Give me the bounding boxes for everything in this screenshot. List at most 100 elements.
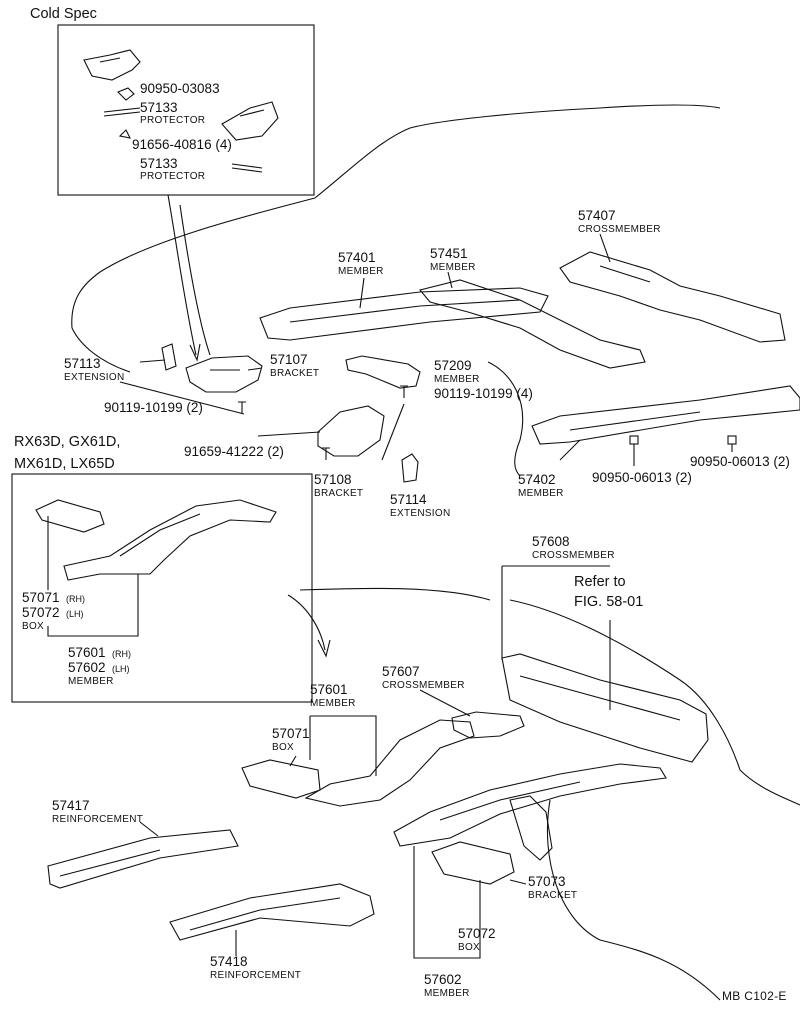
- label-57402-num: 57402: [518, 472, 556, 487]
- label-57401-name: MEMBER: [338, 266, 384, 277]
- cold-spec-part-6: [231, 163, 263, 173]
- leader-arrow-cold-spec: [167, 194, 197, 356]
- label-57108-num: 57108: [314, 472, 352, 487]
- part-57401-shape: [259, 287, 549, 341]
- models-label-2-num: 57072: [22, 605, 60, 620]
- part-57073-shape: [509, 795, 553, 861]
- label-57607-num: 57607: [382, 664, 420, 679]
- part-57607-shape: [451, 711, 525, 739]
- cold-spec-box: [57, 24, 315, 196]
- cold-spec-label-1: 90950-03083: [140, 81, 220, 96]
- models-label-3-num: 57601: [68, 645, 106, 660]
- cold-spec-part-4: [221, 101, 279, 141]
- part-57108-shape: [317, 405, 385, 457]
- label-57072-num: 57072: [458, 926, 496, 941]
- leader-fastener-57108: [257, 403, 405, 461]
- label-57602-num: 57602: [424, 972, 462, 987]
- label-57407-num: 57407: [578, 208, 616, 223]
- label-57114-num: 57114: [390, 492, 427, 507]
- part-57418-shape: [169, 883, 375, 941]
- label-57451-name: MEMBER: [430, 262, 476, 273]
- cold-spec-title: Cold Spec: [30, 6, 97, 22]
- label-57608-name: CROSSMEMBER: [532, 550, 615, 561]
- leader-57402: [559, 439, 581, 461]
- cold-spec-label-2-num: 57133: [140, 100, 178, 115]
- leader-arrow-models: [287, 594, 326, 651]
- cold-spec-label-4-name: PROTECTOR: [140, 171, 205, 182]
- leader-57608: [501, 565, 611, 710]
- arrow-head-icon: [189, 343, 201, 362]
- label-57417-num: 57417: [52, 798, 90, 813]
- label-fastener-2: 90119-10199 (4): [434, 386, 533, 401]
- part-57601-shape: [304, 719, 475, 807]
- footer-code: MB C102-E: [722, 989, 787, 1003]
- label-57401-num: 57401: [338, 250, 376, 265]
- refer-line2: FIG. 58-01: [574, 594, 643, 610]
- label-57113-num: 57113: [64, 356, 101, 371]
- label-fastener-3: 91659-41222 (2): [184, 444, 284, 459]
- label-57073-num: 57073: [528, 874, 566, 889]
- part-57402-shape: [531, 385, 800, 445]
- models-label-1-num: 57071: [22, 590, 60, 605]
- leader-57417: [139, 821, 159, 837]
- models-box: [11, 473, 313, 703]
- cold-spec-part-2: [117, 87, 135, 101]
- label-57108-name: BRACKET: [314, 488, 363, 499]
- clip-icon-2: [727, 435, 737, 445]
- cold-spec-label-4-num: 57133: [140, 156, 178, 171]
- leader-57113: [119, 359, 245, 415]
- part-57071-shape: [241, 759, 321, 799]
- part-57407-shape: [559, 251, 786, 343]
- label-57107-name: BRACKET: [270, 368, 319, 379]
- label-57418-name: REINFORCEMENT: [210, 970, 301, 981]
- label-57607-name: CROSSMEMBER: [382, 680, 465, 691]
- label-57073-name: BRACKET: [528, 890, 577, 901]
- label-57601-num: 57601: [310, 682, 348, 697]
- label-57209-name: MEMBER: [434, 374, 480, 385]
- models-part-box: [35, 499, 105, 533]
- label-57107-num: 57107: [270, 352, 308, 367]
- leader-57602: [413, 846, 481, 959]
- models-label-1-side: (RH): [66, 594, 85, 604]
- cold-spec-part-3: [103, 107, 141, 117]
- models-title-line2: MX61D, LX65D: [14, 456, 115, 472]
- label-57418-num: 57418: [210, 954, 248, 969]
- leader-57107: [247, 367, 263, 371]
- label-57209-num: 57209: [434, 358, 472, 373]
- part-57608-shape: [501, 653, 709, 763]
- label-57071-name: BOX: [272, 742, 294, 753]
- part-57072-shape: [431, 841, 515, 885]
- body-outline-rear: [299, 587, 800, 806]
- models-label-2-side: (LH): [66, 609, 84, 619]
- label-57417-name: REINFORCEMENT: [52, 814, 143, 825]
- part-57107-shape: [185, 355, 263, 393]
- leader-57401: [359, 277, 365, 309]
- leader-arrow-cold-spec-2: [179, 204, 211, 356]
- label-57602-name: MEMBER: [424, 988, 470, 999]
- part-57451-shape: [419, 279, 646, 369]
- label-57601-name: MEMBER: [310, 698, 356, 709]
- cold-spec-label-3: 91656-40816 (4): [132, 137, 232, 152]
- bolt-icon-2: [400, 385, 408, 398]
- refer-line1: Refer to: [574, 574, 626, 590]
- part-57114-shape: [401, 453, 419, 483]
- bolt-icon-1: [238, 401, 246, 414]
- label-57451-num: 57451: [430, 246, 468, 261]
- label-fastener-5: 90950-06013 (2): [690, 454, 790, 469]
- models-label-4-side: (LH): [112, 664, 130, 674]
- part-57417-shape: [47, 829, 239, 889]
- leader-57607: [419, 689, 471, 717]
- leader-57073: [509, 879, 527, 885]
- part-57113-shape: [161, 343, 177, 371]
- cold-spec-part-5: [118, 129, 131, 139]
- models-label-4-num: 57602: [68, 660, 106, 675]
- leader-57209-57402: [487, 361, 524, 477]
- leader-57451: [447, 271, 453, 289]
- models-label-3-side: (RH): [112, 649, 131, 659]
- label-fastener-4: 90950-06013 (2): [592, 470, 692, 485]
- label-57402-name: MEMBER: [518, 488, 564, 499]
- label-57407-name: CROSSMEMBER: [578, 224, 661, 235]
- label-57114-name: EXTENSION: [390, 508, 451, 519]
- leader-57407: [599, 233, 611, 263]
